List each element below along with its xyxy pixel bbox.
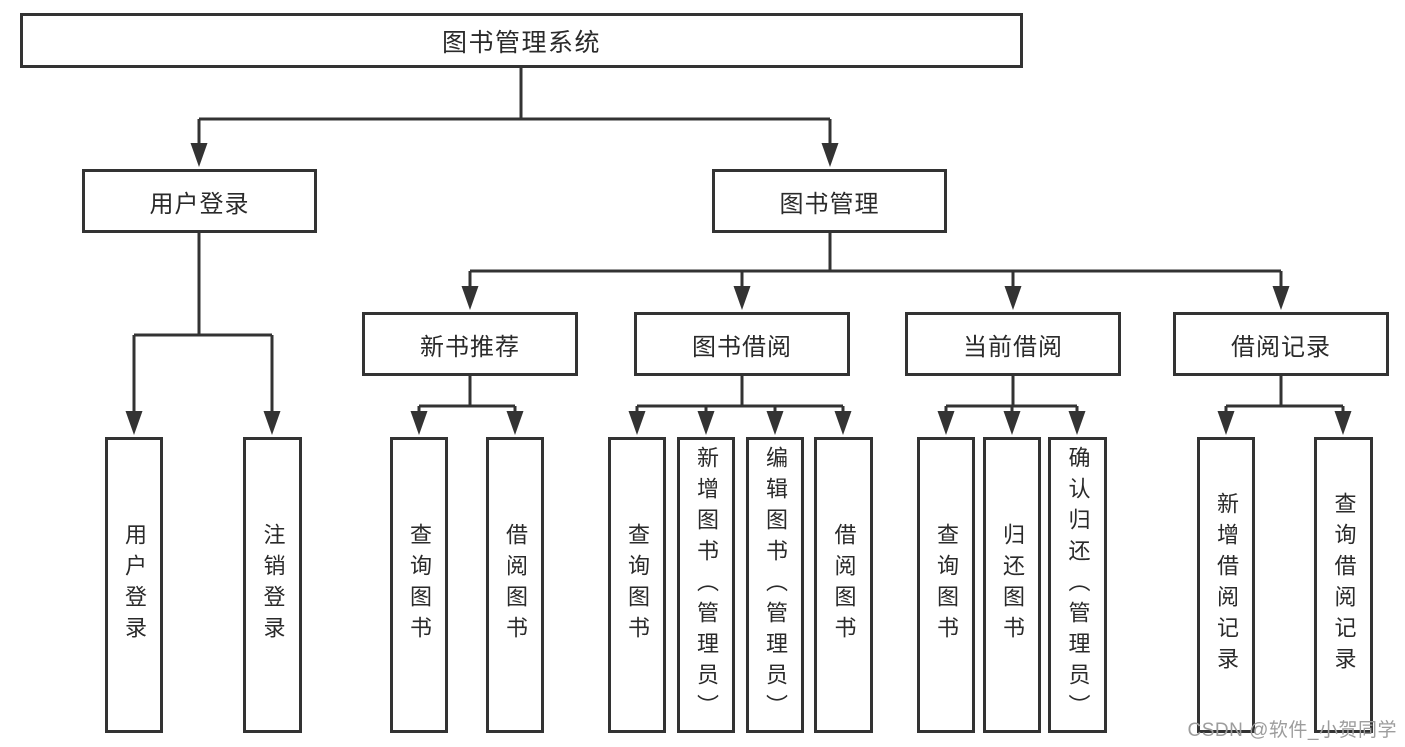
leaf-cb-query-books: 查询图书 xyxy=(917,437,975,733)
leaf-br-add-record: 新增借阅记录 xyxy=(1197,437,1255,733)
arrowhead-icon xyxy=(263,411,281,435)
arrowhead-icon xyxy=(190,143,208,167)
node-book-management: 图书管理 xyxy=(712,169,947,233)
connector-root-bracket xyxy=(197,68,832,150)
arrowhead-icon xyxy=(834,411,852,435)
leaf-bb-query-books: 查询图书 xyxy=(608,437,666,733)
arrowhead-icon xyxy=(766,411,784,435)
arrowhead-icon xyxy=(410,411,428,435)
node-current-borrowing: 当前借阅 xyxy=(905,312,1121,376)
connector-borrowing-records-bracket xyxy=(1224,376,1345,417)
arrowhead-icon xyxy=(628,411,646,435)
connector-user-login-bracket xyxy=(132,233,274,418)
arrowhead-icon xyxy=(125,411,143,435)
arrowhead-icon xyxy=(1334,411,1352,435)
arrowhead-icon xyxy=(733,286,751,310)
connector-current-borrowing-bracket xyxy=(944,376,1079,417)
connector-new-book-bracket xyxy=(417,376,517,417)
node-new-book-recommend: 新书推荐 xyxy=(362,312,578,376)
arrowheads xyxy=(125,143,1352,435)
leaf-nbr-query-books: 查询图书 xyxy=(390,437,448,733)
node-user-login: 用户登录 xyxy=(82,169,317,233)
arrowhead-icon xyxy=(697,411,715,435)
node-book-borrowing: 图书借阅 xyxy=(634,312,850,376)
arrowhead-icon xyxy=(1068,411,1086,435)
arrowhead-icon xyxy=(1217,411,1235,435)
arrowhead-icon xyxy=(461,286,479,310)
connector-book-borrowing-bracket xyxy=(635,376,845,417)
leaf-cb-return-books: 归还图书 xyxy=(983,437,1041,733)
arrowhead-icon xyxy=(1003,411,1021,435)
arrowhead-icon xyxy=(821,143,839,167)
leaf-br-query-record: 查询借阅记录 xyxy=(1314,437,1373,733)
leaf-bb-borrow-books: 借阅图书 xyxy=(814,437,873,733)
leaf-nbr-borrow-books: 借阅图书 xyxy=(486,437,544,733)
arrowhead-icon xyxy=(506,411,524,435)
connector-shafts xyxy=(132,68,1345,418)
leaf-bb-add-books-admin: 新增图书（管理员） xyxy=(677,437,735,733)
connector-book-management-bracket xyxy=(468,232,1283,293)
arrowhead-icon xyxy=(937,411,955,435)
leaf-user-login: 用户登录 xyxy=(105,437,163,733)
leaf-cb-confirm-return-admin: 确认归还（管理员） xyxy=(1048,437,1107,733)
leaf-logout: 注销登录 xyxy=(243,437,302,733)
csdn-watermark: CSDN @软件_小贺同学 xyxy=(1187,720,1397,741)
arrowhead-icon xyxy=(1272,286,1290,310)
arrowhead-icon xyxy=(1004,286,1022,310)
node-borrowing-records: 借阅记录 xyxy=(1173,312,1389,376)
leaf-bb-edit-books-admin: 编辑图书（管理员） xyxy=(746,437,804,733)
node-root-system: 图书管理系统 xyxy=(20,13,1023,68)
